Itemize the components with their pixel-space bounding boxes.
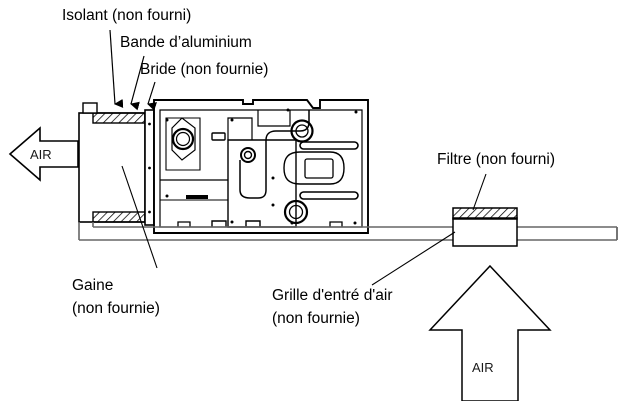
label-bande-aluminium: Bande d’aluminium <box>120 34 252 51</box>
callout-labels: Isolant (non fourni) Bande d’aluminium B… <box>62 7 555 327</box>
duct-run <box>78 222 618 241</box>
insulation-band-top <box>92 112 146 124</box>
air-arrow-bottom: AIR <box>428 264 552 401</box>
filter-media <box>452 207 518 220</box>
label-grille-line1: Grille d'entré d'air <box>272 287 393 304</box>
label-gaine-line1: Gaine <box>72 277 113 294</box>
indoor-unit-body <box>82 99 369 234</box>
collar-stub <box>82 102 98 114</box>
callout-leaders <box>109 29 487 286</box>
leader-gaine <box>121 165 158 269</box>
leader-isolant <box>109 29 124 108</box>
filter-block <box>452 207 518 247</box>
leader-grille <box>371 231 456 286</box>
label-isolant: Isolant (non fourni) <box>62 7 191 24</box>
leader-bride <box>147 81 157 111</box>
label-bride: Bride (non fournie) <box>140 61 268 78</box>
label-grille-line2: (non fournie) <box>272 310 360 327</box>
leader-filtre <box>472 173 487 211</box>
insulation-band-bottom <box>92 211 146 223</box>
air-arrow-left: AIR <box>8 126 79 182</box>
air-bottom-label: AIR <box>472 360 494 375</box>
label-filtre: Filtre (non fourni) <box>437 151 555 168</box>
leader-bande-aluminium <box>130 55 145 111</box>
label-gaine-line2: (non fournie) <box>72 300 160 317</box>
duct-collar <box>78 109 155 226</box>
air-left-label: AIR <box>30 147 52 162</box>
